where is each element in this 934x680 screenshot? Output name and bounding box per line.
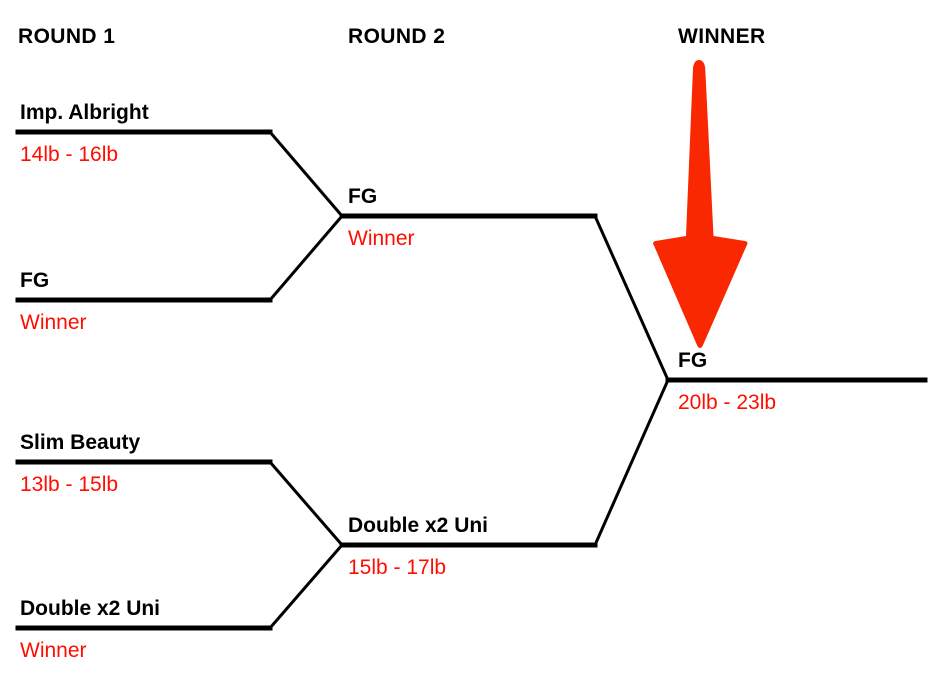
round-header-winner: WINNER (678, 25, 766, 48)
bracket-slot-r1-1[interactable]: Imp. Albright (20, 101, 149, 126)
slot-name-r2-2: Double x2 Uni (348, 514, 489, 537)
bracket-note-r1-3: 13lb - 15lb (20, 469, 118, 496)
slot-name-winner: FG (678, 349, 708, 372)
connector-r1-4-to-r2-2 (267, 542, 345, 631)
slot-note-r2-2: 15lb - 17lb (348, 556, 447, 579)
bracket-slot-r2-1[interactable]: FG (348, 185, 378, 210)
connector-r1-2-to-r2-1 (267, 213, 345, 303)
bracket-note-r1-2: Winner (20, 307, 87, 334)
bracket-note-r2-2: 15lb - 17lb (348, 552, 446, 579)
bracket-note-r1-4: Winner (20, 635, 87, 662)
slot-note-winner: 20lb - 23lb (678, 391, 777, 414)
bracket-slot-r1-3[interactable]: Slim Beauty (20, 431, 141, 456)
slot-name-r2-1: FG (348, 185, 378, 208)
round-header-round-1: ROUND 1 (18, 25, 116, 48)
connector-r1-1-to-r2-1 (267, 129, 345, 219)
bracket-slot-r1-2[interactable]: FG (20, 269, 50, 294)
slot-note-r1-3: 13lb - 15lb (20, 473, 119, 496)
connector-r1-3-to-r2-2 (267, 459, 345, 548)
slot-note-r2-1: Winner (348, 227, 415, 250)
connector-r2-2-to-winner (593, 378, 670, 547)
bracket-note-winner: 20lb - 23lb (678, 387, 776, 414)
slot-note-r1-1: 14lb - 16lb (20, 143, 119, 166)
round-header-round-2: ROUND 2 (348, 25, 446, 48)
down-arrow-icon (653, 60, 748, 348)
slot-note-r1-2: Winner (20, 311, 87, 334)
connector-r2-1-to-winner (593, 214, 670, 382)
bracket-slot-r2-2[interactable]: Double x2 Uni (348, 514, 489, 539)
slot-note-r1-4: Winner (20, 639, 87, 662)
bracket-slot-r1-4[interactable]: Double x2 Uni (20, 597, 161, 622)
bracket-note-r1-1: 14lb - 16lb (20, 139, 118, 166)
slot-name-r1-3: Slim Beauty (20, 431, 141, 454)
slot-name-r1-1: Imp. Albright (20, 101, 149, 124)
slot-name-r1-2: FG (20, 269, 50, 292)
bracket-slot-winner[interactable]: FG (678, 349, 708, 374)
slot-name-r1-4: Double x2 Uni (20, 597, 161, 620)
bracket-note-r2-1: Winner (348, 223, 415, 250)
